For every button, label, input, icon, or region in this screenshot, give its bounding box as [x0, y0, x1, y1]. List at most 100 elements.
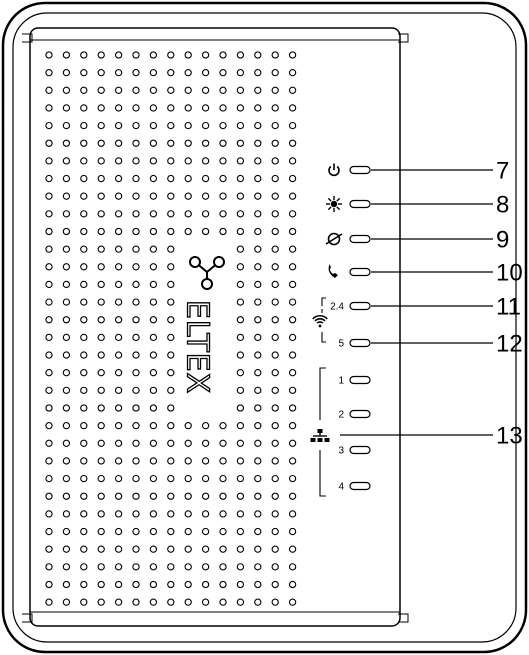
grille-hole: [219, 104, 227, 112]
grille-hole: [62, 69, 71, 77]
grille-hole: [62, 139, 71, 147]
grille-hole: [271, 121, 279, 130]
grille-hole: [236, 474, 245, 483]
grille-hole: [62, 369, 71, 377]
grille-hole: [201, 421, 210, 430]
grille-hole: [184, 69, 192, 77]
grille-hole: [184, 545, 192, 553]
grille-hole: [149, 121, 158, 130]
grille-hole: [62, 580, 71, 589]
grille-hole: [62, 510, 71, 518]
grille-hole: [271, 527, 279, 536]
grille-hole: [288, 298, 297, 306]
grille-hole: [219, 174, 227, 183]
grille-hole: [201, 580, 210, 589]
callout-number: 8: [496, 192, 509, 219]
grille-hole: [236, 386, 245, 394]
grille-hole: [201, 439, 210, 447]
grille-hole: [219, 192, 227, 200]
grille-hole: [114, 263, 123, 271]
grille-hole: [45, 280, 53, 289]
grille-hole: [219, 492, 227, 500]
grille-hole: [271, 333, 279, 342]
grille-hole: [184, 227, 192, 236]
grille-hole: [254, 545, 262, 553]
grille-hole: [45, 316, 53, 324]
grille-hole: [114, 404, 123, 412]
grille-hole: [80, 139, 88, 147]
grille-hole: [254, 104, 262, 112]
grille-hole: [97, 157, 105, 165]
grille-hole: [236, 174, 245, 183]
callout-number: 10: [496, 260, 523, 287]
grille-hole: [254, 245, 262, 253]
callout-number: 12: [496, 331, 523, 358]
grille-hole: [97, 139, 105, 147]
grille-hole: [201, 174, 210, 183]
grille-hole: [201, 139, 210, 147]
grille-hole: [132, 86, 140, 94]
grille-hole: [219, 139, 227, 147]
grille-hole: [288, 51, 297, 59]
grille-hole: [97, 245, 105, 253]
grille-hole: [184, 527, 192, 536]
grille-hole: [132, 316, 140, 324]
grille-hole: [45, 492, 53, 500]
grille-hole: [80, 527, 88, 536]
grille-hole: [219, 527, 227, 536]
grille-hole: [167, 527, 175, 536]
led-indicator: [349, 165, 371, 175]
grille-hole: [254, 351, 262, 359]
grille-hole: [132, 474, 140, 483]
grille-hole: [167, 51, 175, 59]
grille-hole: [62, 386, 71, 394]
grille-hole: [149, 386, 158, 394]
grille-hole: [80, 245, 88, 253]
grille-hole: [271, 474, 279, 483]
grille-hole: [271, 386, 279, 394]
grille-hole: [149, 174, 158, 183]
grille-hole: [62, 263, 71, 271]
grille-hole: [80, 369, 88, 377]
grille-hole: [271, 139, 279, 147]
grille-hole: [97, 69, 105, 77]
grille-hole: [114, 316, 123, 324]
grille-hole: [45, 421, 53, 430]
grille-hole: [114, 510, 123, 518]
grille-hole: [184, 421, 192, 430]
grille-hole: [167, 369, 175, 377]
grille-hole: [62, 545, 71, 553]
grille-hole: [62, 598, 71, 606]
grille-hole: [114, 192, 123, 200]
grille-hole: [80, 86, 88, 94]
grille-hole: [236, 86, 245, 94]
grille-hole: [184, 86, 192, 94]
grille-hole: [62, 298, 71, 306]
grille-hole: [80, 545, 88, 553]
grille-hole: [45, 174, 53, 183]
grille-hole: [271, 545, 279, 553]
grille-hole: [288, 69, 297, 77]
grille-hole: [62, 104, 71, 112]
grille-hole: [62, 333, 71, 342]
grille-hole: [219, 510, 227, 518]
led-indicator: [349, 234, 371, 244]
grille-hole: [97, 492, 105, 500]
grille-hole: [149, 104, 158, 112]
grille-hole: [236, 333, 245, 342]
grille-hole: [219, 69, 227, 77]
grille-hole: [271, 439, 279, 447]
grille-hole: [254, 280, 262, 289]
grille-hole: [288, 369, 297, 377]
grille-hole: [201, 104, 210, 112]
grille-hole: [114, 598, 123, 606]
led-label: 2: [338, 410, 344, 421]
grille-hole: [45, 439, 53, 447]
grille-hole: [114, 298, 123, 306]
led-row: 4: [338, 482, 371, 493]
grille-hole: [97, 439, 105, 447]
grille-hole: [254, 386, 262, 394]
grille-hole: [149, 369, 158, 377]
callout-number: 7: [496, 158, 509, 185]
